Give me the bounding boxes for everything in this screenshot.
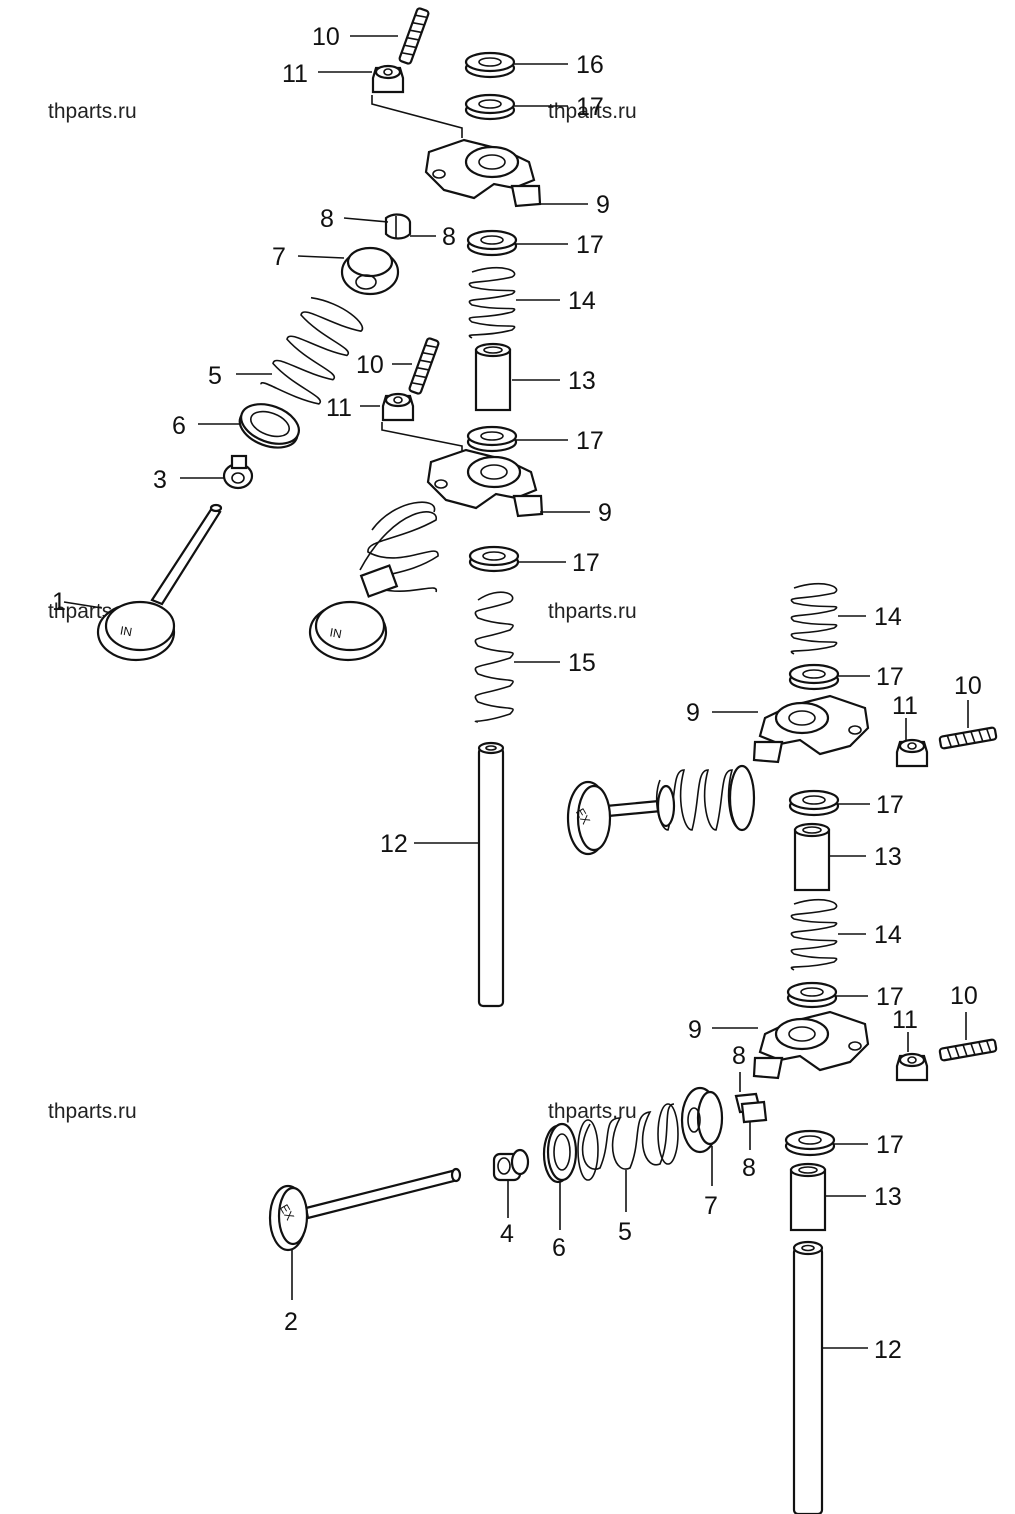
label-5-b: 5 <box>618 1218 632 1246</box>
part-10-adjust-stud-right-upper <box>938 726 998 750</box>
part-17-washer-d <box>468 545 520 573</box>
label-12-b: 12 <box>874 1336 902 1364</box>
part-5-valve-spring-b <box>577 1103 679 1181</box>
exhaust-mark-a: EX <box>573 806 593 827</box>
part-17-washer-e <box>788 663 840 691</box>
part-14-spring-a <box>468 266 516 339</box>
label-11-a: 11 <box>282 60 308 88</box>
label-9-a: 9 <box>596 191 610 219</box>
label-2: 2 <box>284 1308 298 1336</box>
label-17-a: 17 <box>576 93 604 121</box>
intake-mark-b: IN <box>329 625 343 641</box>
label-8-d: 8 <box>742 1154 756 1182</box>
label-11-d: 11 <box>892 1006 918 1034</box>
part-14-spring-b <box>790 582 838 655</box>
part-3-valve-seal <box>222 454 254 490</box>
part-6-spring-seat-a <box>238 403 300 449</box>
label-8-c: 8 <box>732 1042 746 1070</box>
label-10-a: 10 <box>312 23 340 51</box>
label-10-b: 10 <box>356 351 384 379</box>
part-6-spring-seat-b <box>542 1122 578 1184</box>
watermark-1: thparts.ru <box>48 100 137 123</box>
label-8-a: 8 <box>320 205 334 233</box>
label-14-c: 14 <box>874 921 902 949</box>
part-17-washer-f <box>788 789 840 817</box>
part-9-rocker-arm-c <box>752 694 870 764</box>
part-8-keeper-b <box>734 1092 768 1124</box>
label-17-b: 17 <box>576 231 604 259</box>
part-7-spring-retainer-b <box>680 1086 724 1154</box>
label-13-c: 13 <box>874 1183 902 1211</box>
label-12-a: 12 <box>380 830 408 858</box>
label-7-b: 7 <box>704 1192 718 1220</box>
label-9-b: 9 <box>598 499 612 527</box>
label-13-a: 13 <box>568 367 596 395</box>
part-9-rocker-arm-d <box>752 1010 870 1080</box>
part-10-adjust-stud-right-lower <box>938 1038 998 1062</box>
label-11-c: 11 <box>892 692 918 720</box>
watermark-5: thparts.ru <box>48 1100 137 1123</box>
label-10-d: 10 <box>950 982 978 1010</box>
watermark-6: thparts.ru <box>548 1100 637 1123</box>
label-13-b: 13 <box>874 843 902 871</box>
part-16-washer <box>464 51 516 79</box>
intake-mark-a: IN <box>119 623 133 639</box>
label-16: 16 <box>576 51 604 79</box>
label-6-a: 6 <box>172 412 186 440</box>
part-7-spring-retainer-a <box>340 246 400 296</box>
part-8-keeper-a <box>384 213 412 240</box>
part-11-nut-mid <box>381 392 415 422</box>
part-12-push-rod-a <box>477 741 505 1008</box>
watermark-2: thparts.ru <box>548 100 637 123</box>
part-11-nut-right-upper <box>895 738 929 768</box>
label-17-e: 17 <box>876 663 904 691</box>
part-10-adjust-stud-top <box>397 6 431 66</box>
assembled-exhaust-valve: EX <box>566 764 756 856</box>
label-5-a: 5 <box>208 362 222 390</box>
part-2-exhaust-valve: EX <box>268 1167 462 1252</box>
label-1: 1 <box>52 588 66 616</box>
label-4: 4 <box>500 1220 514 1248</box>
label-15: 15 <box>568 649 596 677</box>
part-17-washer-c <box>466 425 518 453</box>
label-3: 3 <box>153 466 167 494</box>
part-15-long-spring <box>474 591 514 723</box>
part-17-washer-h <box>784 1129 836 1157</box>
part-17-washer-b <box>466 229 518 257</box>
part-13-sleeve-a <box>474 342 512 412</box>
part-17-washer-a <box>464 93 516 121</box>
label-17-h: 17 <box>876 1131 904 1159</box>
label-14-a: 14 <box>568 287 596 315</box>
label-11-b: 11 <box>326 394 352 422</box>
part-11-nut-right-lower <box>895 1052 929 1082</box>
label-9-c: 9 <box>686 699 700 727</box>
label-10-c: 10 <box>954 672 982 700</box>
part-9-rocker-arm-a <box>424 138 542 208</box>
label-17-d: 17 <box>572 549 600 577</box>
label-7-a: 7 <box>272 243 286 271</box>
exhaust-mark-b: EX <box>277 1202 297 1223</box>
label-17-g: 17 <box>876 983 904 1011</box>
part-5-valve-spring-a <box>260 296 364 405</box>
part-12-push-rod-b <box>792 1240 824 1514</box>
label-6-b: 6 <box>552 1234 566 1262</box>
part-1-intake-valve: IN <box>96 503 223 662</box>
label-8-b: 8 <box>442 223 456 251</box>
assembled-intake-valve: IN <box>308 501 439 662</box>
part-4-valve-seal <box>492 1148 530 1182</box>
label-17-f: 17 <box>876 791 904 819</box>
watermark-4: thparts.ru <box>548 600 637 623</box>
part-14-spring-c <box>790 898 838 971</box>
part-11-nut-top <box>371 64 405 94</box>
label-14-b: 14 <box>874 603 902 631</box>
part-9-rocker-arm-b <box>426 448 544 518</box>
label-17-c: 17 <box>576 427 604 455</box>
part-13-sleeve-b <box>793 822 831 892</box>
part-13-sleeve-c <box>789 1162 827 1232</box>
part-10-adjust-stud-mid <box>407 336 441 396</box>
part-17-washer-g <box>786 981 838 1009</box>
label-9-d: 9 <box>688 1016 702 1044</box>
